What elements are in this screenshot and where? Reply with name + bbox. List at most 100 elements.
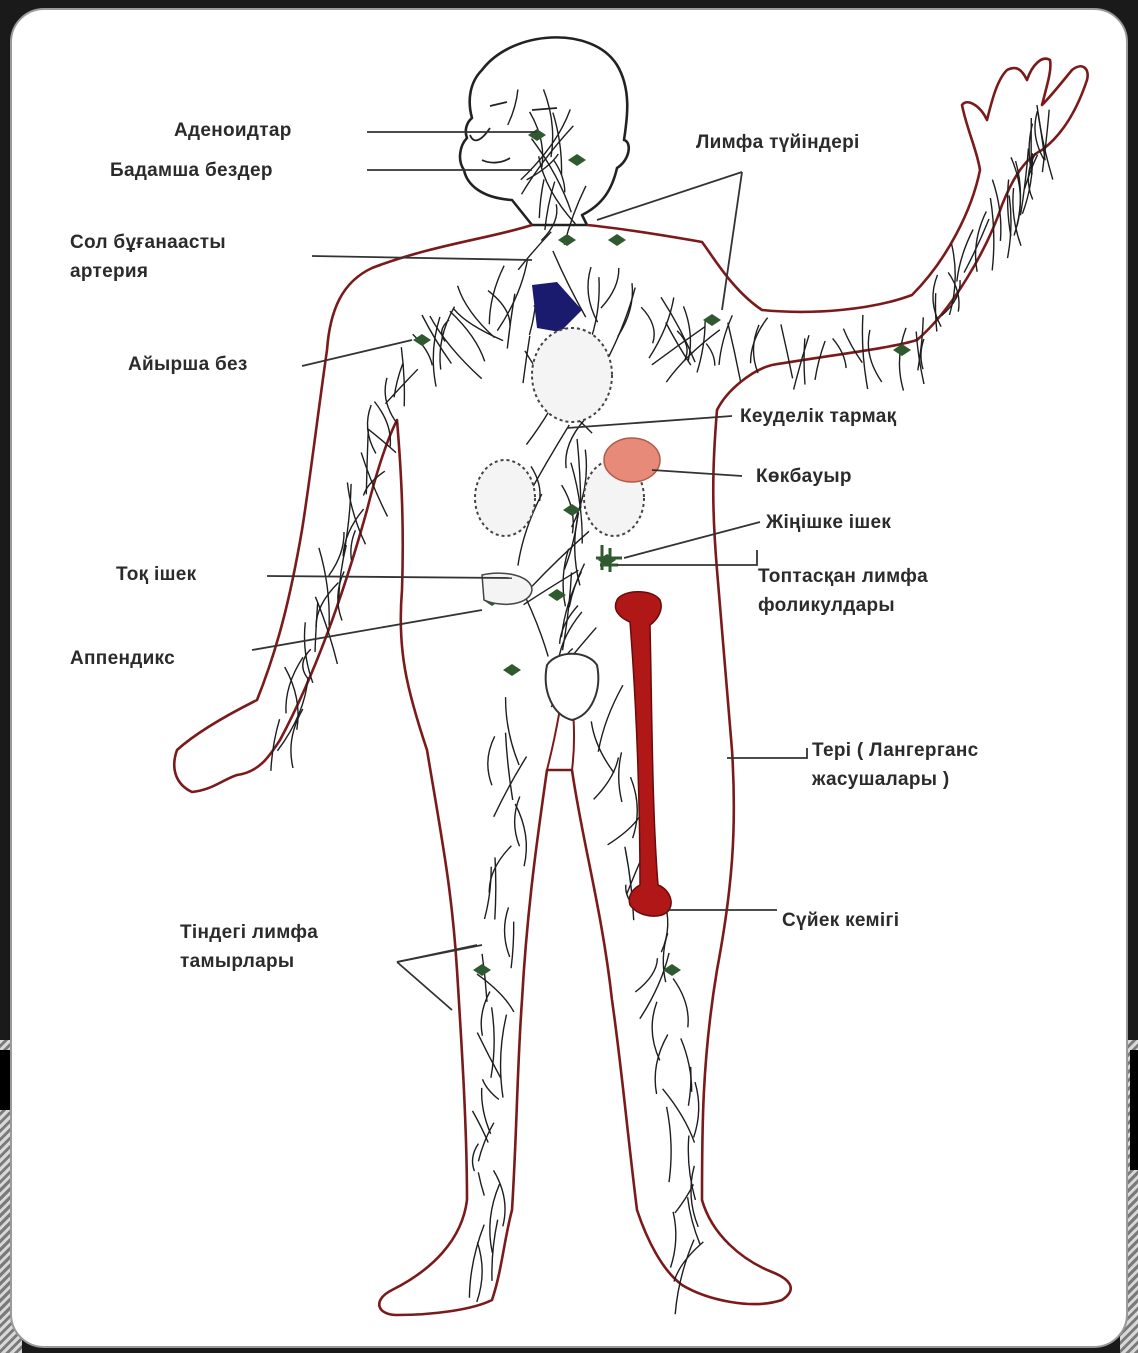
label-tissue-vessels-line1: Тіндегі лимфа xyxy=(180,918,318,947)
lymph-vessel xyxy=(401,347,404,406)
label-peyer-line1: Топтасқан лимфа xyxy=(758,562,928,591)
lymph-vessel xyxy=(862,315,867,389)
label-tissue-vessels-line2: тамырлары xyxy=(180,947,318,976)
label-spleen: Көкбауыр xyxy=(756,462,852,491)
lymph-vessel xyxy=(523,336,530,383)
label-thymus: Айырша без xyxy=(128,350,248,379)
lymph-vessel xyxy=(385,378,397,424)
label-skin: Тері ( Лангерганс жасушалары ) xyxy=(812,736,979,795)
lymph-vessel xyxy=(594,758,619,800)
lymph-vessel xyxy=(511,922,514,969)
lymph-vessel xyxy=(728,323,741,382)
leader-thoracic-duct xyxy=(567,416,732,428)
lymph-vessel xyxy=(495,857,496,919)
leader-spleen xyxy=(652,470,742,476)
left-kidney xyxy=(475,460,535,536)
leader-appendix xyxy=(252,610,482,650)
label-thoracic-duct: Кеуделік тармақ xyxy=(740,402,896,431)
diagram-panel: Аденоидтар Бадамша бездер Сол бұғанаасты… xyxy=(10,8,1128,1348)
leader-thymus xyxy=(302,340,412,366)
leader-colon xyxy=(267,576,512,578)
lymph-node xyxy=(608,234,626,246)
lymph-vessel xyxy=(688,1197,700,1244)
lymph-vessel xyxy=(490,1184,500,1253)
leader-lymph-nodes-a xyxy=(597,172,742,220)
lymph-vessel xyxy=(433,317,440,387)
lymph-vessel xyxy=(619,752,622,802)
label-adenoids: Аденоидтар xyxy=(174,116,292,145)
lymph-vessel xyxy=(518,232,551,270)
lymph-vessel xyxy=(592,277,600,337)
lymph-vessel xyxy=(719,315,732,365)
lymph-vessel xyxy=(482,1088,491,1134)
lymph-vessel xyxy=(507,294,515,349)
lymph-vessel xyxy=(652,1002,660,1061)
lymph-vessel xyxy=(505,907,510,957)
lymph-vessel xyxy=(515,804,526,866)
lymph-vessel xyxy=(385,369,417,404)
label-tonsils: Бадамша бездер xyxy=(110,156,273,185)
lymph-vessel xyxy=(598,685,623,752)
lymph-vessel xyxy=(655,1035,668,1095)
lymph-vessel xyxy=(781,324,793,378)
lymph-vessel xyxy=(454,309,503,341)
leader-subclavian xyxy=(312,256,532,260)
lymph-node xyxy=(568,154,586,166)
lymph-vessel xyxy=(481,992,490,1036)
decorative-bar-left xyxy=(0,1050,10,1110)
label-tissue-vessels: Тіндегі лимфа тамырлары xyxy=(180,918,318,977)
lymph-node xyxy=(503,664,521,676)
lymph-vessel xyxy=(315,602,318,652)
lymph-vessel xyxy=(681,1038,692,1091)
lymph-vessel xyxy=(532,531,589,586)
lymph-vessel xyxy=(674,1242,703,1282)
lymph-vessel xyxy=(673,979,688,1028)
lymph-vessel xyxy=(483,1079,499,1099)
lymph-vessel xyxy=(933,275,941,327)
lymph-vessel xyxy=(477,1033,501,1079)
lymphatic-system-diagram xyxy=(12,10,1128,1348)
lymph-vessel xyxy=(366,430,368,494)
spleen-organ xyxy=(604,438,660,482)
lymph-vessel xyxy=(347,482,365,544)
lymph-node xyxy=(413,334,431,346)
lymph-vessel xyxy=(319,548,329,626)
lymph-vessel xyxy=(675,1240,694,1315)
lymph-vessel xyxy=(488,291,510,326)
lymph-vessel xyxy=(491,1007,494,1077)
lymph-vessel xyxy=(473,1144,479,1172)
lymph-node xyxy=(528,129,546,141)
lymph-vessel xyxy=(868,330,881,382)
lymph-node xyxy=(558,234,576,246)
lymph-vessel xyxy=(544,89,553,157)
lymph-vessel xyxy=(286,657,303,713)
label-small-intestine: Жіңішке ішек xyxy=(766,508,891,537)
lymph-vessel xyxy=(508,90,518,126)
lymph-vessel xyxy=(843,329,862,363)
lymph-vessel xyxy=(477,1242,482,1302)
leader-lines xyxy=(252,132,807,1010)
peyer-patches-organ xyxy=(596,545,622,572)
label-colon: Тоқ ішек xyxy=(116,560,196,589)
lymph-vessel xyxy=(458,286,495,338)
lymph-vessel xyxy=(641,307,654,343)
label-subclavian-line1: Сол бұғанаасты xyxy=(70,228,226,257)
lymph-vessel xyxy=(706,344,715,366)
lymph-node xyxy=(473,964,491,976)
lymph-vessel xyxy=(631,777,638,838)
label-peyer-line2: фоликулдары xyxy=(758,591,928,620)
organs xyxy=(475,282,671,916)
label-appendix: Аппендикс xyxy=(70,644,175,673)
lymph-vessel xyxy=(663,933,667,982)
lymph-vessel xyxy=(539,179,544,218)
lymph-node-group xyxy=(413,129,911,976)
lymph-vessel xyxy=(489,846,511,893)
label-lymph-nodes: Лимфа түйіндері xyxy=(696,128,860,157)
bladder-organ xyxy=(546,654,599,720)
lymph-vessel xyxy=(588,267,598,322)
label-subclavian-artery: Сол бұғанаасты артерия xyxy=(70,228,226,287)
lymph-vessel xyxy=(488,736,495,785)
lymph-vessel xyxy=(609,288,635,356)
label-subclavian-line2: артерия xyxy=(70,257,226,286)
lymph-vessel xyxy=(489,266,504,325)
